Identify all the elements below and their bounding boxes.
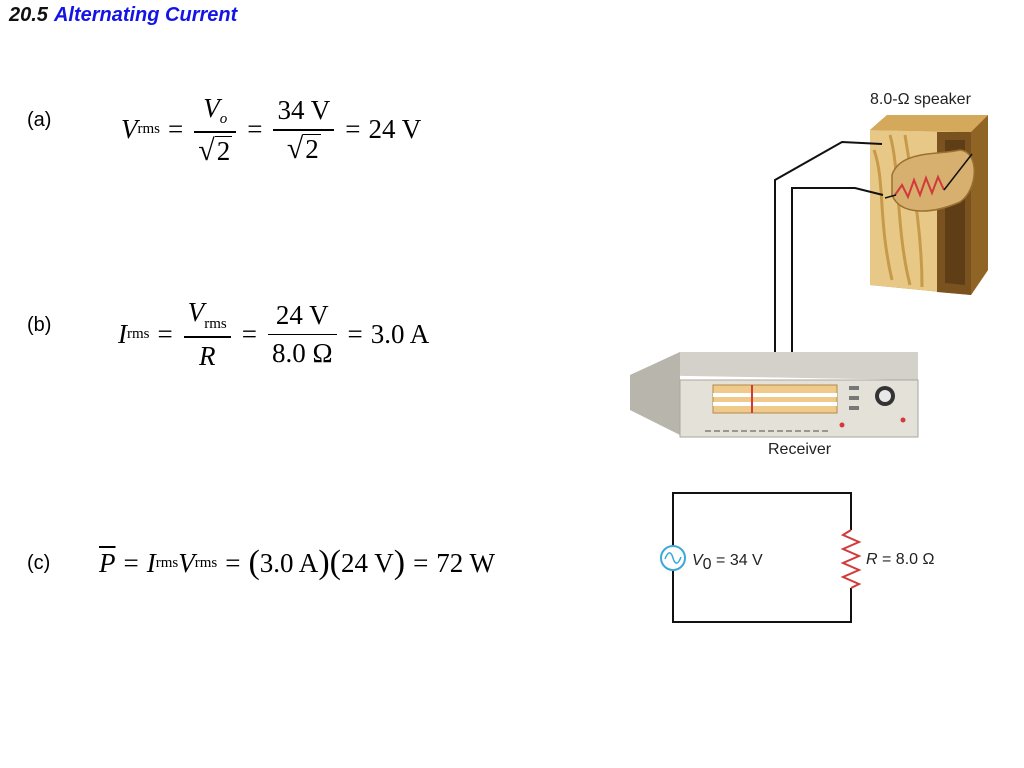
sqrt-symbol: √2 [198,133,233,167]
eq-c-factor2: 24 V [340,547,394,578]
eq-a-fraction-2: 34 V √2 [273,95,335,165]
eq-a-lhs: V [121,114,138,145]
eq-c-factor1: 3.0 A [259,547,319,578]
part-a-label: (a) [27,109,52,131]
sqrt-symbol: √2 [286,131,321,165]
eq-c-term1: I [146,547,156,578]
receiver-illustration [630,352,919,438]
speaker-receiver-figure: 8.0-Ω speaker Receiver [630,91,988,623]
eq-b-fraction-1: Vrms R [183,297,231,372]
eq-a-num1-sub: o [219,111,228,127]
eq-b-den1: R [198,340,216,371]
eq-a-den1: 2 [214,136,233,167]
speaker-label: 8.0-Ω speaker [870,91,972,108]
eq-b-lhs-sub: rms [127,325,150,342]
eq-a-den2: 2 [303,134,321,165]
part-c-label: (c) [27,552,51,574]
eq-c-term2-sub: rms [194,554,218,571]
eq-c-term1-sub: rms [155,554,179,571]
eq-b-result: 3.0 A [370,318,430,349]
speaker-illustration [870,115,988,295]
eq-a-num1: V [203,93,220,123]
circuit-diagram [660,492,862,623]
eq-b-fraction-2: 24 V 8.0 Ω [267,299,337,370]
speaker-wire-2 [791,187,884,355]
section-number: 20.5 [9,4,48,26]
eq-b-num2: 24 V [275,299,329,330]
eq-c-result: 72 W [436,547,496,578]
part-b-label: (b) [27,314,52,336]
source-label: V0 = 34 V [692,552,763,573]
eq-c-term2: V [178,547,195,578]
eq-b-lhs: I [118,318,127,349]
eq-b-den2: 8.0 Ω [271,338,333,368]
receiver-label: Receiver [768,441,832,458]
eq-b-num1: V [187,297,205,327]
eq-a-fraction-1: Vo √2 [194,93,237,167]
slide-title: Alternating Current [53,4,238,26]
eq-a-num2: 34 V [277,95,331,125]
eq-c-lhs: P [99,547,116,578]
eq-a-result: 24 V [368,114,422,145]
resistor-icon [840,529,862,589]
eq-a-lhs-sub: rms [137,121,161,138]
speaker-wire-1 [774,140,883,355]
resistor-label: R = 8.0 Ω [866,551,934,568]
eq-b-num1-sub: rms [204,316,227,332]
